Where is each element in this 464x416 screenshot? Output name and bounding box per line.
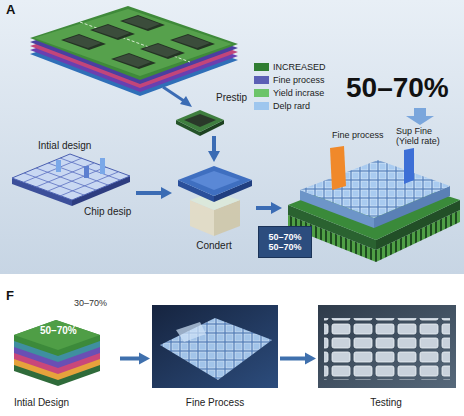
flow-arrow xyxy=(208,136,220,162)
node-label: 30–70% xyxy=(74,298,107,308)
stage-node: Fine process Sup Fine (Yield rate) xyxy=(282,120,460,265)
stage-node: Testing xyxy=(316,305,456,412)
stage-node: Prestip xyxy=(172,92,256,136)
percent-callout: 50–70% xyxy=(346,72,449,104)
arrow-head xyxy=(271,202,282,214)
legend-swatch xyxy=(254,63,269,71)
panel-letter: A xyxy=(6,3,15,18)
stage-node: Fine Process xyxy=(150,305,280,412)
node-label: Intial design xyxy=(38,140,91,152)
legend-item: INCREASED xyxy=(254,60,326,73)
legend-label: INCREASED xyxy=(273,62,326,72)
arrow-shaft xyxy=(136,191,163,195)
arrow-shaft xyxy=(212,136,216,153)
arrow-shaft xyxy=(280,357,307,361)
node-label: Fine process xyxy=(332,130,384,140)
node-label: Prestip xyxy=(216,92,247,104)
node-label: Sup Fine (Yield rate) xyxy=(396,126,456,147)
flow-arrow xyxy=(256,202,282,214)
panel-letter: F xyxy=(6,289,14,304)
flow-arrow xyxy=(280,353,316,365)
node-label: 50–70% xyxy=(40,325,77,337)
arrow-shaft xyxy=(256,206,273,210)
legend-swatch xyxy=(254,76,269,84)
node-label: Testing xyxy=(370,397,402,409)
legend-swatch xyxy=(254,102,269,110)
node-label: Intial Design xyxy=(14,397,69,409)
legend-item: Fine process xyxy=(254,73,326,86)
node-label: Condert xyxy=(196,240,232,252)
node-label: 50–70% 50–70% xyxy=(266,232,304,253)
legend-item: Delp rard xyxy=(254,99,326,112)
legend-label: Fine process xyxy=(273,75,325,85)
arrow-head xyxy=(139,353,150,365)
arrow-head xyxy=(161,187,172,199)
flow-arrow xyxy=(120,353,150,365)
stage-node: Condert xyxy=(172,162,256,254)
flow-arrow xyxy=(136,187,172,199)
arrow-head xyxy=(305,353,316,365)
stage-node: Intial designChip desip xyxy=(8,138,136,224)
legend: INCREASED Fine processYield incraseDelp r… xyxy=(254,60,326,112)
node-label: Chip desip xyxy=(84,206,131,218)
legend-label: Yield incrase xyxy=(273,88,324,98)
arrow-shaft xyxy=(120,357,141,361)
legend-swatch xyxy=(254,89,269,97)
stage-node: 30–70% 50–70% Intial Design xyxy=(10,295,120,412)
legend-label: Delp rard xyxy=(273,101,310,111)
value-box: 50–70% 50–70% xyxy=(258,226,312,258)
arrow-head xyxy=(208,151,220,162)
node-label: Fine Process xyxy=(186,397,244,409)
legend-item: Yield incrase xyxy=(254,86,326,99)
